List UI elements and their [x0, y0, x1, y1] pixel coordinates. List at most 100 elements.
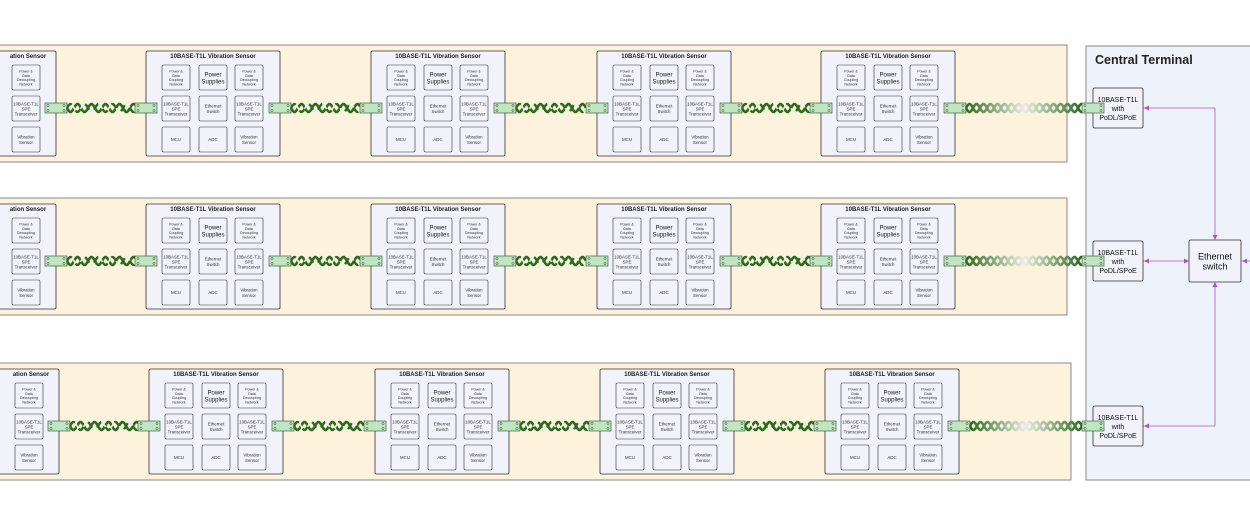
spe-transceiver-label-line-0: 10BASE-T1L — [687, 101, 713, 106]
vibration-sensor-label-line-1: Sensor — [467, 293, 481, 298]
coupling-network-label-line-3: Network — [172, 400, 185, 404]
spe-transceiver-label-line-1: SPE — [626, 424, 635, 429]
cable-connector — [44, 102, 68, 114]
connector-pin — [1099, 257, 1103, 260]
power-supplies-label-line-0: Power — [429, 72, 446, 78]
connector-pin — [811, 104, 815, 107]
vibration-sensor-label-line-1: Sensor — [242, 293, 256, 298]
mcu-label: MCU — [850, 455, 860, 460]
connector-pin — [152, 104, 156, 107]
ethernet-switch-box — [198, 95, 228, 122]
decoupling-network-label-line-0: Power & — [22, 388, 36, 392]
adc-box — [427, 444, 457, 471]
ethernet-switch-label-line-0: Ethernet — [659, 422, 676, 427]
connector-body — [1081, 102, 1105, 114]
vibration-sensor-box — [237, 444, 267, 471]
coupling-network-label-line-3: Network — [394, 82, 407, 86]
spe-transceiver-label-line-2: Transceiver — [913, 264, 936, 269]
coupling-network-box — [164, 382, 194, 409]
sensor-title: 10BASE-T1L Vibration Sensor — [845, 207, 931, 213]
vibration-sensor-label-line-0: Vibration — [17, 288, 35, 293]
cable-connector — [943, 102, 967, 114]
coupling-network-label-line-3: Network — [848, 400, 861, 404]
connector-pin — [1099, 104, 1103, 107]
power-supplies-label-line-1: Supplies — [426, 79, 449, 85]
connector-pin — [286, 104, 290, 107]
coupling-network-label-line-1: Data — [401, 392, 409, 396]
ethernet-switch-box — [423, 248, 453, 275]
mcu-box — [836, 279, 866, 306]
vibration-sensor-label-line-0: Vibration — [919, 453, 937, 458]
vibration-sensor-label-line-1: Sensor — [693, 293, 707, 298]
spe-transceiver-box — [685, 248, 715, 275]
ethernet-switch-label-line-1: Switch — [207, 109, 220, 114]
spe-transceiver-label-line-1: SPE — [847, 259, 856, 264]
spe-transceiver-label-line-0: 10BASE-T1L — [838, 254, 864, 259]
ethernet-switch-label-line-1: Switch — [210, 427, 223, 432]
terminal-phy-label-line-2: PoDL/SPoE — [1099, 268, 1137, 275]
ethernet-switch-box — [873, 95, 903, 122]
decoupling-network-label-line-2: Decoupling — [469, 396, 487, 400]
cable-connector — [497, 420, 521, 432]
coupling-network-label-line-2: Coupling — [172, 396, 186, 400]
connector-pin — [603, 104, 607, 107]
connector-pin — [286, 257, 290, 260]
mcu-box — [836, 126, 866, 153]
connector-pin — [737, 104, 741, 107]
connector-pin — [961, 257, 965, 260]
cable-strand — [743, 420, 815, 432]
connector-pin — [737, 262, 741, 265]
connector-pin — [270, 109, 274, 112]
vibration-sensor-label-line-1: Sensor — [921, 458, 935, 463]
connector-pin — [499, 422, 503, 425]
decoupling-network-box — [14, 382, 44, 409]
adc-box — [423, 126, 453, 153]
twisted-pair-cable — [289, 255, 362, 267]
spe-transceiver-label-line-2: Transceiver — [238, 264, 261, 269]
vibration-sensor-box — [459, 279, 489, 306]
coupling-network-label-line-2: Coupling — [848, 396, 862, 400]
vibration-sensor-label-line-1: Sensor — [245, 458, 259, 463]
connector-pin — [381, 427, 385, 430]
connector-pin — [724, 427, 728, 430]
cable-strand — [964, 255, 1082, 267]
spe-transceiver-label-line-0: 10BASE-T1L — [13, 101, 39, 106]
ethernet-switch-label-line-0: Ethernet — [880, 257, 897, 262]
connector-pin — [961, 104, 965, 107]
decoupling-network-label-line-2: Decoupling — [240, 78, 258, 82]
coupling-network-label-line-2: Coupling — [394, 231, 408, 235]
connector-pin — [965, 422, 969, 425]
twisted-pair-cable — [68, 420, 139, 432]
connector-pin — [273, 427, 277, 430]
connector-pin — [831, 427, 835, 430]
mcu-box — [615, 444, 645, 471]
ethernet-switch-box — [649, 95, 679, 122]
coupling-network-box — [840, 382, 870, 409]
decoupling-network-box — [685, 64, 715, 91]
coupling-network-box — [836, 217, 866, 244]
cable-strand — [740, 102, 811, 114]
cables — [44, 102, 1105, 432]
power-supplies-label-line-1: Supplies — [430, 397, 453, 403]
connector-pin — [1083, 104, 1087, 107]
sensor-title: 10BASE-T1L Vibration Sensor — [173, 372, 259, 378]
spe-transceiver-label-line-0: 10BASE-T1L — [236, 101, 262, 106]
vibration-sensor-box — [688, 444, 718, 471]
mcu-box — [164, 444, 194, 471]
connector-pin — [587, 257, 591, 260]
spe-transceiver-label-line-2: Transceiver — [394, 429, 417, 434]
decoupling-network-label-line-2: Decoupling — [691, 78, 709, 82]
coupling-network-label-line-0: Power & — [398, 388, 412, 392]
vibration-sensor-label-line-1: Sensor — [242, 140, 256, 145]
vibration-sensor-label-line-1: Sensor — [19, 293, 33, 298]
spe-transceiver-label-line-0: 10BASE-T1L — [461, 254, 487, 259]
connector-pin — [945, 109, 949, 112]
twisted-pair-cable — [740, 102, 811, 114]
connector-pin — [811, 262, 815, 265]
arrow-head — [1144, 258, 1149, 264]
mcu-label: MCU — [174, 455, 184, 460]
decoupling-network-label-line-2: Decoupling — [465, 231, 483, 235]
adc-box — [649, 126, 679, 153]
connector-body — [585, 102, 609, 114]
